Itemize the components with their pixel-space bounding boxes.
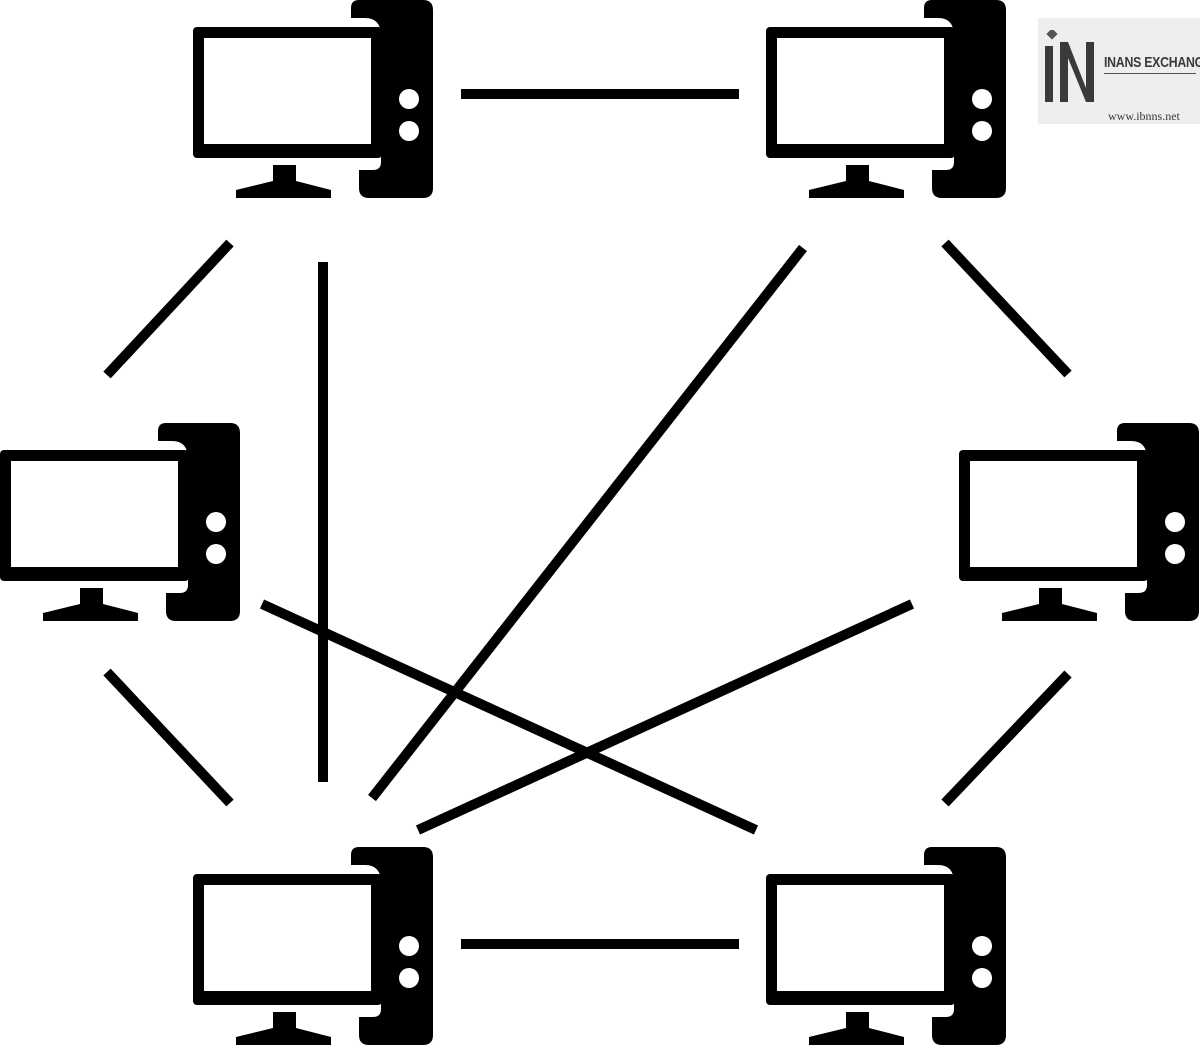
computer-bottom-left-icon <box>193 847 433 1045</box>
watermark-url: www.ibnns.net <box>1108 109 1180 123</box>
link-middle-right-to-bottom-right <box>941 670 1072 807</box>
link-top-right-to-bottom-left <box>368 244 807 802</box>
link-top-left-to-middle-left <box>103 239 234 379</box>
watermark-logo: INANS EXCHANGE www.ibnns.net <box>1038 18 1200 124</box>
computer-top-right-icon <box>766 0 1006 198</box>
watermark-name: INANS EXCHANGE <box>1104 54 1200 71</box>
inans-logo-icon <box>1045 30 1094 102</box>
link-middle-left-to-bottom-left <box>103 668 234 807</box>
computer-middle-left-icon <box>0 423 240 621</box>
link-top-right-to-middle-right <box>941 239 1072 378</box>
link-middle-left-to-bottom-right <box>259 599 759 835</box>
watermark-divider <box>1104 73 1196 74</box>
computer-bottom-right-icon <box>766 847 1006 1045</box>
computer-top-left-icon <box>193 0 433 198</box>
link-middle-right-to-bottom-left <box>415 599 915 835</box>
computer-middle-right-icon <box>959 423 1199 621</box>
